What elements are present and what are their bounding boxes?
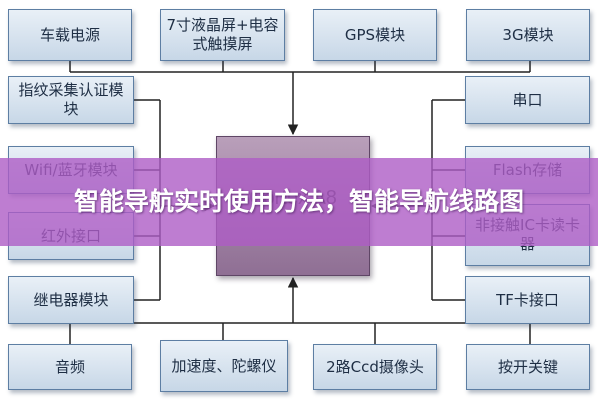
box-ccd-camera: 2路Ccd摄像头: [313, 344, 437, 390]
box-serial-port: 串口: [465, 76, 590, 124]
box-audio: 音频: [8, 344, 132, 390]
box-gps-module: GPS模块: [313, 9, 437, 61]
box-relay-module: 继电器模块: [8, 276, 134, 324]
box-power-switch: 按开关键: [466, 344, 590, 390]
box-car-power: 车载电源: [8, 9, 132, 61]
box-3g-module: 3G模块: [466, 9, 590, 61]
box-fingerprint-module: 指纹采集认证模块: [8, 76, 134, 124]
box-tf-card-port: TF卡接口: [465, 276, 590, 324]
box-lcd-touchscreen: 7寸液晶屏+电容式触摸屏: [160, 9, 285, 61]
banner-title: 智能导航实时使用方法，智能导航线路图: [73, 187, 524, 216]
box-accelerometer-gyro: 加速度、陀螺仪: [160, 340, 288, 392]
title-banner: 智能导航实时使用方法，智能导航线路图: [0, 158, 598, 246]
